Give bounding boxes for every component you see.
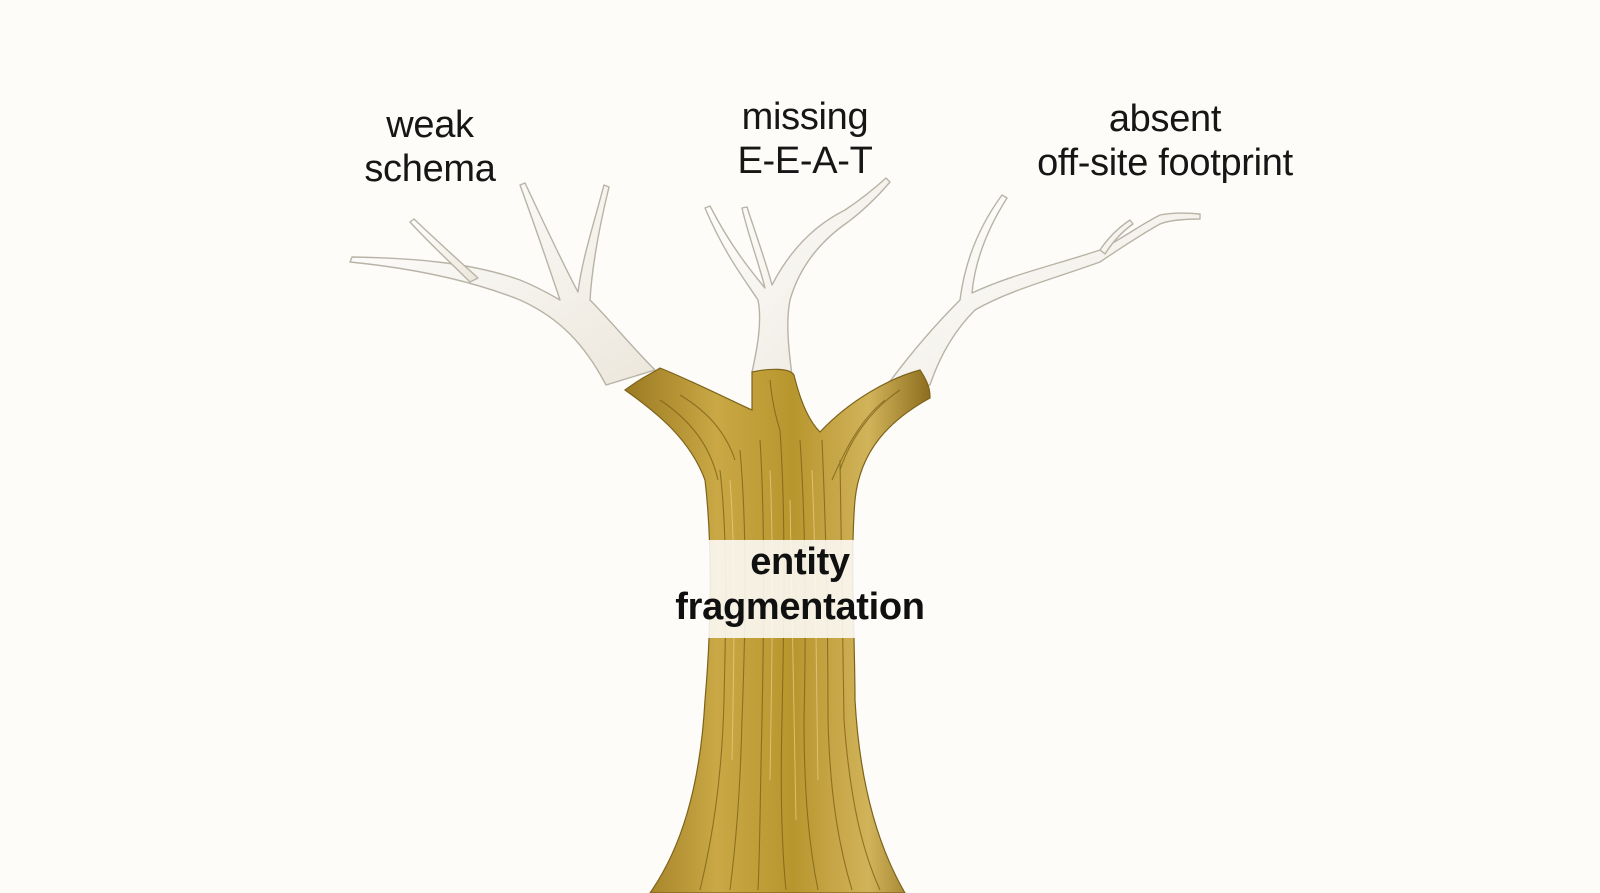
label-entity-fragmentation-line1: entity [750,541,850,583]
label-absent-footprint-line1: absent [1108,98,1222,140]
label-weak-schema: weak schema [330,103,530,191]
label-missing-eeat-line2: E-E-A-T [737,140,873,182]
middle-branch [704,177,891,376]
tree-trunk [623,367,931,893]
label-entity-fragmentation-line2: fragmentation [675,586,925,628]
label-absent-footprint-line2: off-site footprint [1037,142,1293,184]
label-missing-eeat-line1: missing [741,96,869,138]
label-missing-eeat: missing E-E-A-T [690,95,920,183]
left-branch [349,182,656,386]
label-absent-footprint: absent off-site footprint [1010,97,1320,185]
label-weak-schema-line2: schema [364,148,496,190]
label-entity-fragmentation: entity fragmentation [640,540,960,630]
label-weak-schema-line1: weak [386,104,474,146]
right-branch [879,194,1201,396]
